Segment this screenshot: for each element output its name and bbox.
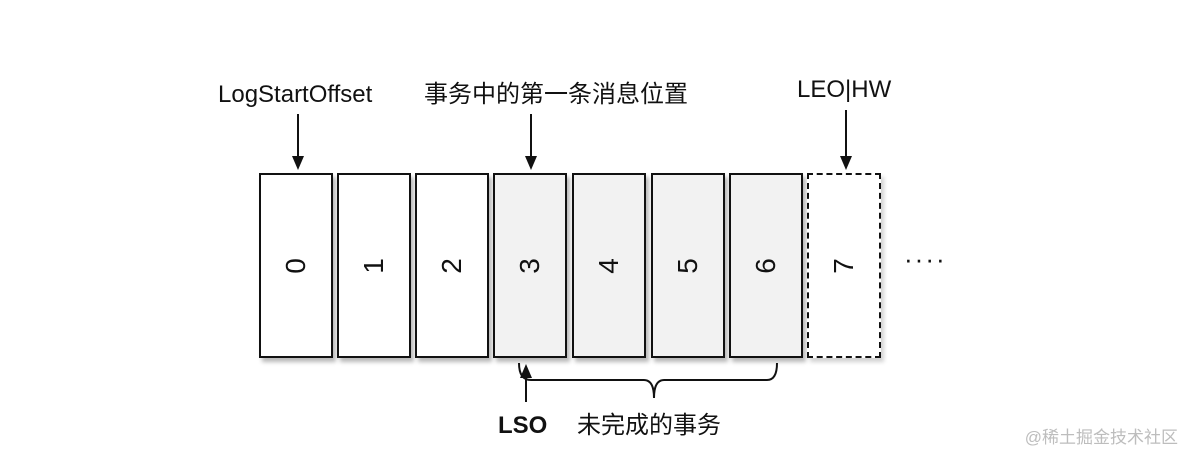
log-cell-5: 5 <box>651 173 725 358</box>
arrow-log-start-offset <box>292 114 304 170</box>
leo-hw-label: LEO|HW <box>797 76 892 103</box>
log-cell-2: 2 <box>415 173 489 358</box>
log-cell-6: 6 <box>729 173 803 358</box>
arrow-first-txn-msg <box>525 114 537 170</box>
log-cell-1: 1 <box>337 173 411 358</box>
log-cell-7: 7 <box>807 173 881 358</box>
watermark: @稀土掘金技术社区 <box>1024 428 1178 447</box>
arrow-leo-hw <box>840 110 852 170</box>
arrow-lso <box>520 364 532 402</box>
unfinished-txn-label: 未完成的事务 <box>577 412 721 439</box>
lso-label: LSO <box>498 412 548 439</box>
log-cell-4: 4 <box>572 173 646 358</box>
log-cell-3: 3 <box>493 173 567 358</box>
unfinished-txn-brace <box>518 362 778 399</box>
ellipsis: ···· <box>904 244 947 274</box>
log-start-offset-label: LogStartOffset <box>218 81 373 108</box>
first-txn-msg-label: 事务中的第一条消息位置 <box>424 81 688 108</box>
log-cell-0: 0 <box>259 173 333 358</box>
